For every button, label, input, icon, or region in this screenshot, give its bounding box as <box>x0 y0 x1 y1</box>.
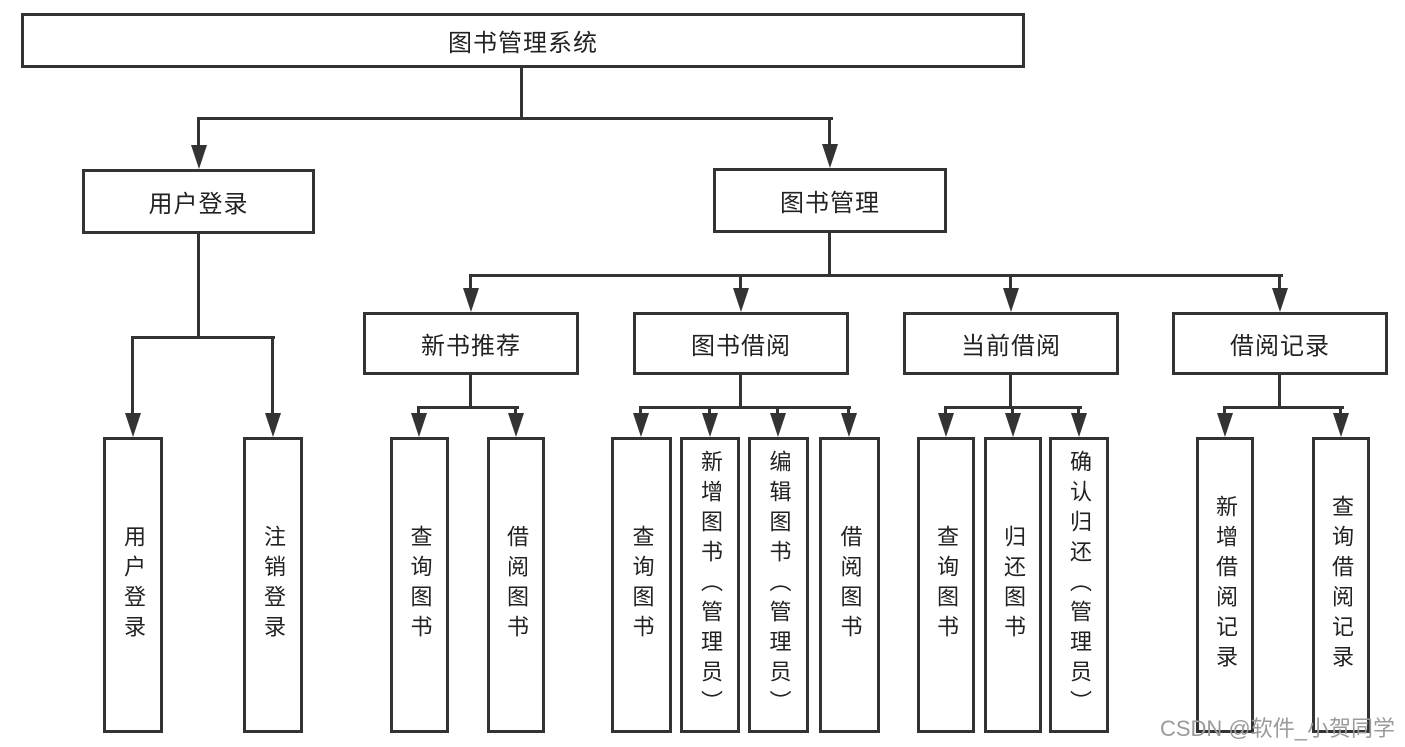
arrowhead-down-icon <box>1333 413 1349 437</box>
connector-new-book-split <box>417 406 519 409</box>
node-book-management: 图书管理 <box>713 168 947 233</box>
arrowhead-down-icon <box>841 413 857 437</box>
leaf-query-borrow-record: 查询借阅记录 <box>1312 437 1370 733</box>
connector-user-login-split <box>131 336 275 339</box>
arrowhead-down-icon <box>191 145 207 169</box>
arrowhead-down-icon <box>411 413 427 437</box>
arrowhead-down-icon <box>1217 413 1233 437</box>
connector-borrowing-records-split <box>1223 406 1344 409</box>
connector-to-book-management <box>828 117 831 146</box>
node-library-system: 图书管理系统 <box>21 13 1025 68</box>
leaf-logout-label: 注销登录 <box>261 525 286 645</box>
arrowhead-down-icon <box>1005 413 1021 437</box>
leaf-add-books-admin: 新增图书（管理员） <box>680 437 740 733</box>
connector-to-level3 <box>739 274 742 290</box>
leaf-edit-books-admin-label: 编辑图书（管理员） <box>766 450 792 720</box>
arrowhead-down-icon <box>770 413 786 437</box>
leaf-user-login: 用户登录 <box>103 437 163 733</box>
leaf-query-books-recommend: 查询图书 <box>390 437 449 733</box>
connector-to-leaf <box>271 336 274 415</box>
leaf-return-books-label: 归还图书 <box>1001 525 1026 645</box>
leaf-add-books-admin-label: 新增图书（管理员） <box>698 450 723 720</box>
node-user-login-label: 用户登录 <box>148 191 249 218</box>
leaf-add-borrow-record-label: 新增借阅记录 <box>1213 495 1238 675</box>
leaf-query-books-borrowing-label: 查询图书 <box>629 525 655 645</box>
leaf-query-books-current: 查询图书 <box>917 437 975 733</box>
node-current-borrowing: 当前借阅 <box>903 312 1119 375</box>
connector-to-user-login <box>197 117 200 147</box>
leaf-borrow-books-recommend-label: 借阅图书 <box>504 525 529 645</box>
arrowhead-down-icon <box>1071 413 1087 437</box>
arrowhead-down-icon <box>633 413 649 437</box>
connector-to-level3 <box>469 274 472 290</box>
connector-to-leaf <box>514 406 517 415</box>
leaf-confirm-return-admin: 确认归还（管理员） <box>1049 437 1109 733</box>
leaf-query-books-current-label: 查询图书 <box>934 525 959 645</box>
leaf-confirm-return-admin-label: 确认归还（管理员） <box>1067 450 1092 720</box>
connector-to-leaf <box>417 406 420 415</box>
connector-book-borrowing-stem <box>739 375 742 408</box>
leaf-borrow-books-recommend: 借阅图书 <box>487 437 545 733</box>
arrowhead-down-icon <box>508 413 524 437</box>
leaf-query-books-borrowing: 查询图书 <box>611 437 672 733</box>
connector-root-stem <box>520 68 523 120</box>
connector-to-level3 <box>1278 274 1281 290</box>
connector-book-management-split <box>469 274 1283 277</box>
csdn-watermark: CSDN @软件_小贺同学 <box>1159 716 1395 741</box>
connector-to-leaf <box>1223 406 1226 415</box>
connector-current-borrowing-stem <box>1009 375 1012 408</box>
connector-book-borrowing-split <box>639 406 851 409</box>
connector-user-login-stem <box>197 234 200 338</box>
connector-to-leaf <box>708 406 711 415</box>
arrowhead-down-icon <box>702 413 718 437</box>
connector-to-leaf <box>776 406 779 415</box>
node-book-management-label: 图书管理 <box>780 190 880 217</box>
node-borrowing-records: 借阅记录 <box>1172 312 1388 375</box>
leaf-query-books-recommend-label: 查询图书 <box>407 525 433 645</box>
connector-book-management-stem <box>828 233 831 276</box>
node-new-book-recommend: 新书推荐 <box>363 312 579 375</box>
arrowhead-down-icon <box>265 413 281 437</box>
arrowhead-down-icon <box>1003 288 1019 312</box>
connector-to-leaf <box>1339 406 1342 415</box>
leaf-borrow-books-borrowing: 借阅图书 <box>819 437 880 733</box>
connector-to-leaf <box>1011 406 1014 415</box>
arrowhead-down-icon <box>938 413 954 437</box>
leaf-query-borrow-record-label: 查询借阅记录 <box>1329 495 1354 675</box>
node-book-borrowing: 图书借阅 <box>633 312 849 375</box>
node-current-borrowing-label: 当前借阅 <box>961 333 1061 360</box>
connector-new-book-stem <box>469 375 472 408</box>
leaf-logout: 注销登录 <box>243 437 303 733</box>
connector-to-leaf <box>944 406 947 415</box>
connector-to-leaf <box>847 406 850 415</box>
connector-to-level3 <box>1009 274 1012 290</box>
arrowhead-down-icon <box>125 413 141 437</box>
connector-to-leaf <box>131 336 134 415</box>
node-new-book-recommend-label: 新书推荐 <box>421 333 521 360</box>
node-book-borrowing-label: 图书借阅 <box>691 333 791 360</box>
connector-to-leaf <box>639 406 642 415</box>
arrowhead-down-icon <box>733 288 749 312</box>
arrowhead-down-icon <box>822 144 838 168</box>
node-library-system-label: 图书管理系统 <box>448 30 598 57</box>
connector-root-split <box>197 117 833 120</box>
connector-to-leaf <box>1077 406 1080 415</box>
leaf-add-borrow-record: 新增借阅记录 <box>1196 437 1254 733</box>
node-user-login: 用户登录 <box>82 169 315 234</box>
leaf-edit-books-admin: 编辑图书（管理员） <box>748 437 809 733</box>
leaf-return-books: 归还图书 <box>984 437 1042 733</box>
arrowhead-down-icon <box>1272 288 1288 312</box>
leaf-borrow-books-borrowing-label: 借阅图书 <box>837 525 863 645</box>
leaf-user-login-label: 用户登录 <box>121 525 146 645</box>
node-borrowing-records-label: 借阅记录 <box>1230 333 1330 360</box>
arrowhead-down-icon <box>463 288 479 312</box>
connector-borrowing-records-stem <box>1278 375 1281 408</box>
